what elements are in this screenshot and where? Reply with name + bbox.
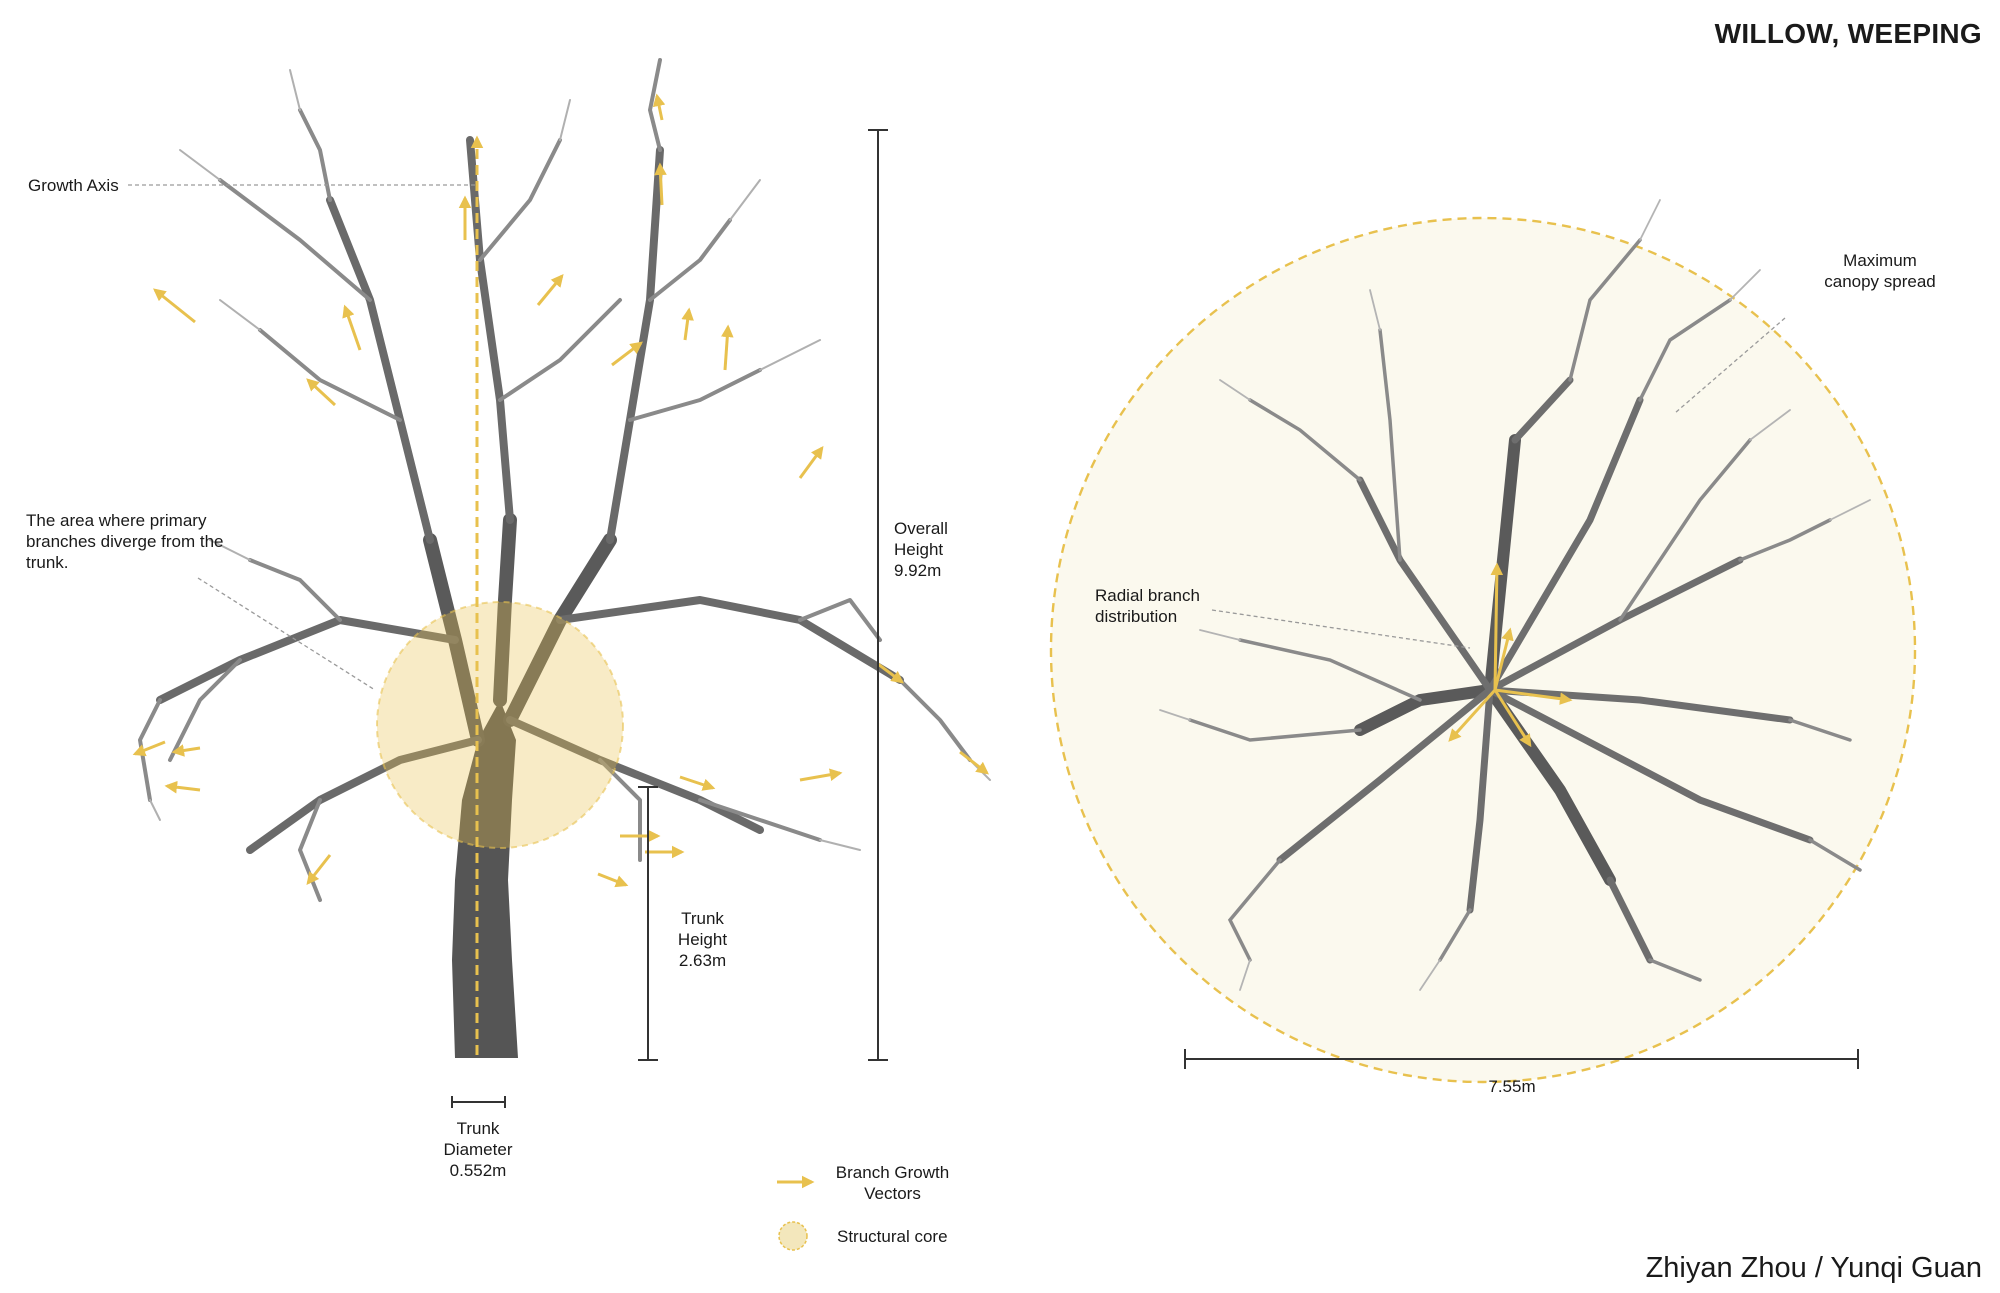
authors-credit: Zhiyan Zhou / Yunqi Guan — [1645, 1252, 1982, 1284]
dashed-circle-icon — [778, 1221, 808, 1251]
canopy-spread-label: Maximum canopy spread — [1824, 251, 1936, 291]
growth-vector — [959, 750, 989, 775]
legend-icons — [777, 1175, 815, 1251]
growth-vector — [798, 445, 824, 479]
growth-vector — [306, 378, 337, 407]
growth-vector — [877, 662, 905, 684]
canopy-spread-dimension — [1184, 1049, 1859, 1069]
growth-vector — [536, 274, 564, 306]
elevation-view — [128, 58, 991, 1108]
growth-vector — [654, 162, 667, 206]
divergence-note: The area where primary branches diverge … — [26, 511, 224, 572]
growth-vector — [171, 744, 201, 757]
growth-vector — [1490, 562, 1504, 691]
plan-growth-vectors — [1448, 562, 1573, 748]
growth-vector — [611, 341, 644, 367]
branch-growth-vectors — [132, 93, 989, 888]
trunk-diameter-dimension — [451, 1096, 506, 1108]
growth-vector — [164, 780, 201, 794]
growth-vector — [1493, 689, 1532, 748]
canopy-spread-circle — [1049, 216, 1917, 1084]
growth-vector — [1494, 688, 1573, 705]
trunk-diameter-label: Trunk Diameter 0.552m — [443, 1119, 513, 1180]
tree-elevation-silhouette — [138, 58, 991, 1058]
overall-height-dimension — [868, 129, 888, 1061]
canopy-spread-value: 7.55m — [1488, 1077, 1536, 1096]
radial-distribution-label: Radial branch distribution — [1095, 586, 1200, 626]
growth-vector — [652, 93, 666, 121]
growth-vector — [342, 304, 362, 351]
growth-vector — [681, 307, 694, 341]
growth-vector — [153, 288, 196, 324]
diagram-title: WILLOW, WEEPING — [1714, 18, 1982, 49]
growth-axis-label: Growth Axis — [28, 176, 119, 195]
growth-vector — [721, 324, 734, 371]
growth-vector — [679, 775, 716, 791]
tree-plan-silhouette — [1159, 199, 1871, 991]
growth-vector — [306, 854, 332, 885]
overall-height-label: Overall Height 9.92m — [894, 519, 948, 580]
growth-vector — [1448, 688, 1497, 742]
growth-vector — [597, 872, 629, 888]
structural-core — [376, 601, 624, 849]
plan-view — [1049, 199, 1917, 1084]
trunk-height-label: Trunk Height 2.63m — [677, 909, 728, 970]
trunk-height-dimension — [638, 786, 658, 1061]
growth-vector — [799, 768, 843, 782]
leader-lines — [128, 184, 475, 691]
growth-vector — [132, 740, 166, 757]
legend-label-branch-growth-vectors: Branch Growth Vectors — [835, 1163, 950, 1203]
legend-label-structural-core: Structural core — [837, 1227, 948, 1246]
growth-vector — [1493, 627, 1514, 691]
plan-leader-lines — [1211, 317, 1786, 649]
